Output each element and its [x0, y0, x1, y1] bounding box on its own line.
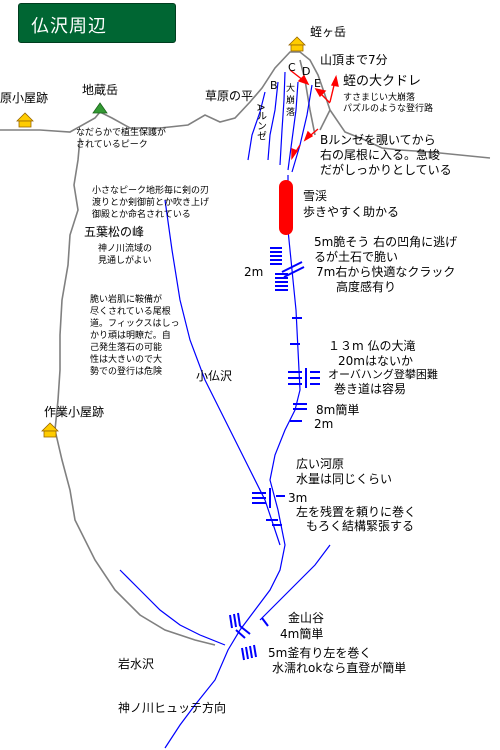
note-kannogawa-2: 見通しがよい — [98, 256, 152, 266]
west-spur-ridge — [54, 137, 216, 646]
label-route-b: B — [270, 79, 278, 92]
note-m5-d: 水濡れokなら直登が簡単 — [272, 661, 407, 675]
gully-b — [267, 81, 279, 161]
hut-hiru-icon — [288, 36, 306, 52]
note-nadaraka-2: されているピーク — [76, 140, 148, 150]
fall-7m — [275, 273, 288, 291]
label-vertical-2: 崩 — [286, 96, 296, 106]
label-jizo: 地蔵岳 — [82, 83, 119, 97]
fall-5m-lower — [241, 644, 257, 661]
label-route-d: D — [302, 65, 311, 78]
note-m8: 8m簡単 — [316, 403, 360, 417]
kanayama-stream — [259, 544, 331, 621]
fall-kanayama — [229, 612, 269, 639]
label-iwamizu: 岩水沢 — [118, 657, 155, 671]
arrow-head-5 — [291, 147, 299, 161]
note-moroi-5: 己発生落石の可能 — [90, 343, 163, 353]
label-hiru: 蛭ヶ岳 — [310, 25, 347, 39]
note-kudore-desc-1: すさまじい大崩落 — [343, 93, 416, 103]
summit-jizo-icon — [92, 102, 108, 114]
note-sekkei-2: 歩きやすく助かる — [303, 205, 400, 219]
note-hiru-kudore: 蛭の大クドレ — [343, 74, 422, 89]
label-kannogawa-hutte: 神ノ川ヒュッテ方向 — [118, 701, 227, 715]
note-moroi-6: 性は大きいので大 — [90, 355, 163, 365]
label-route-e: E — [314, 77, 321, 90]
title-box: 仏沢周辺 — [18, 3, 176, 43]
note-m7-b: 高度感有り — [336, 280, 397, 294]
east-ridge-b — [319, 109, 331, 131]
note-m13-d: 巻き道は容易 — [334, 382, 407, 396]
fall-13m — [288, 368, 320, 388]
note-m5-c: 5m釜有り左を巻く — [268, 646, 372, 660]
note-chiisana-2: 渡りとか剣御前とか吹き上げ — [92, 198, 210, 208]
note-m4: 4m簡単 — [280, 627, 324, 641]
note-moroi-3: 道。フィックスはしっ — [90, 319, 180, 329]
label-sakugyo: 作業小屋跡 — [44, 405, 105, 419]
note-m7-a: 7m右から快適なクラック — [316, 265, 456, 279]
note-chiisana-1: 小さなピーク地形毎に剣の刃 — [92, 186, 210, 196]
hut-sakugyo-icon — [41, 422, 59, 438]
note-m13-a: １３m 仏の大滝 — [328, 339, 416, 353]
note-moroi-7: 勢での登行は危険 — [90, 367, 163, 377]
note-b-runze-3: だがしっかりとしている — [320, 163, 452, 177]
note-b-runze-1: Bルンゼを覗いてから — [320, 133, 436, 147]
fall-5m — [270, 247, 282, 265]
main-stream — [164, 175, 301, 749]
note-nadaraka-1: なだらかで植生保護が — [76, 128, 167, 138]
iwamizu-stream — [119, 569, 226, 646]
kobotoke-stream — [164, 199, 281, 546]
note-kudore-desc-2: パズルのような登行路 — [343, 104, 434, 114]
note-b-runze-2: 右の尾根に入る。急峻 — [320, 148, 441, 162]
arrow-head-1 — [297, 74, 310, 86]
note-m5-a: 5m脆そう 右の凹角に逃げ — [314, 235, 458, 249]
note-moroi-1: 脆い岩肌に鞍備が — [90, 295, 163, 305]
east-ridge-a — [299, 59, 316, 136]
note-m2: 2m — [244, 265, 264, 279]
gully-a — [247, 91, 266, 161]
note-hidari-1: 左を残置を頼りに巻く — [296, 505, 417, 519]
label-sakuhara: 草原の平 — [205, 89, 254, 103]
note-sancho: 山頂まで7分 — [320, 53, 388, 67]
note-m2-lower: 2m — [314, 417, 334, 431]
note-chiisana-3: 御殿とか命名されている — [92, 210, 191, 220]
main-ridge — [0, 51, 491, 159]
label-kobotokesawa: 小仏沢 — [196, 369, 233, 383]
fall-3m — [252, 488, 285, 508]
label-vertical-1: 大 — [286, 84, 296, 94]
note-m13-c: オーバハング登攀困難 — [328, 368, 438, 381]
fall-8m — [293, 403, 307, 410]
note-moroi-2: 尽くされている尾根 — [90, 307, 171, 317]
label-goyomatsu: 五葉松の峰 — [84, 225, 145, 239]
note-sekkei-1: 雪渓 — [303, 189, 328, 203]
label-route-c: C — [288, 61, 296, 74]
snow-patch — [279, 180, 293, 235]
arrow-head-4 — [303, 130, 314, 142]
arrow-head-3 — [330, 74, 339, 87]
note-kannogawa-1: 神ノ川流域の — [98, 244, 153, 254]
note-m13-b: 20mはないか — [338, 354, 413, 368]
label-kanayama: 金山谷 — [288, 611, 325, 625]
label-a-runze: Aルンゼ — [254, 104, 266, 141]
note-hidari-2: もろく結構緊張する — [306, 519, 415, 533]
note-hiroi-1: 広い河原 — [296, 457, 345, 471]
arrow-head-2 — [314, 87, 327, 98]
note-moroi-4: かり頑は明瞭だ。自 — [90, 331, 171, 341]
label-vertical-3: 落 — [286, 108, 296, 118]
gully-e — [291, 84, 313, 173]
gully-d — [287, 81, 299, 171]
note-m3: 3m — [288, 491, 308, 505]
hut-haranokoya-icon — [16, 112, 34, 128]
note-hiroi-2: 水量は同じくらい — [296, 472, 393, 486]
fall-2m — [281, 261, 305, 278]
label-haranokoyaato: 原小屋跡 — [0, 91, 49, 105]
page-title: 仏沢周辺 — [31, 16, 107, 37]
gully-c — [279, 71, 286, 166]
note-m5-b: るが土石で脆い — [314, 250, 399, 264]
